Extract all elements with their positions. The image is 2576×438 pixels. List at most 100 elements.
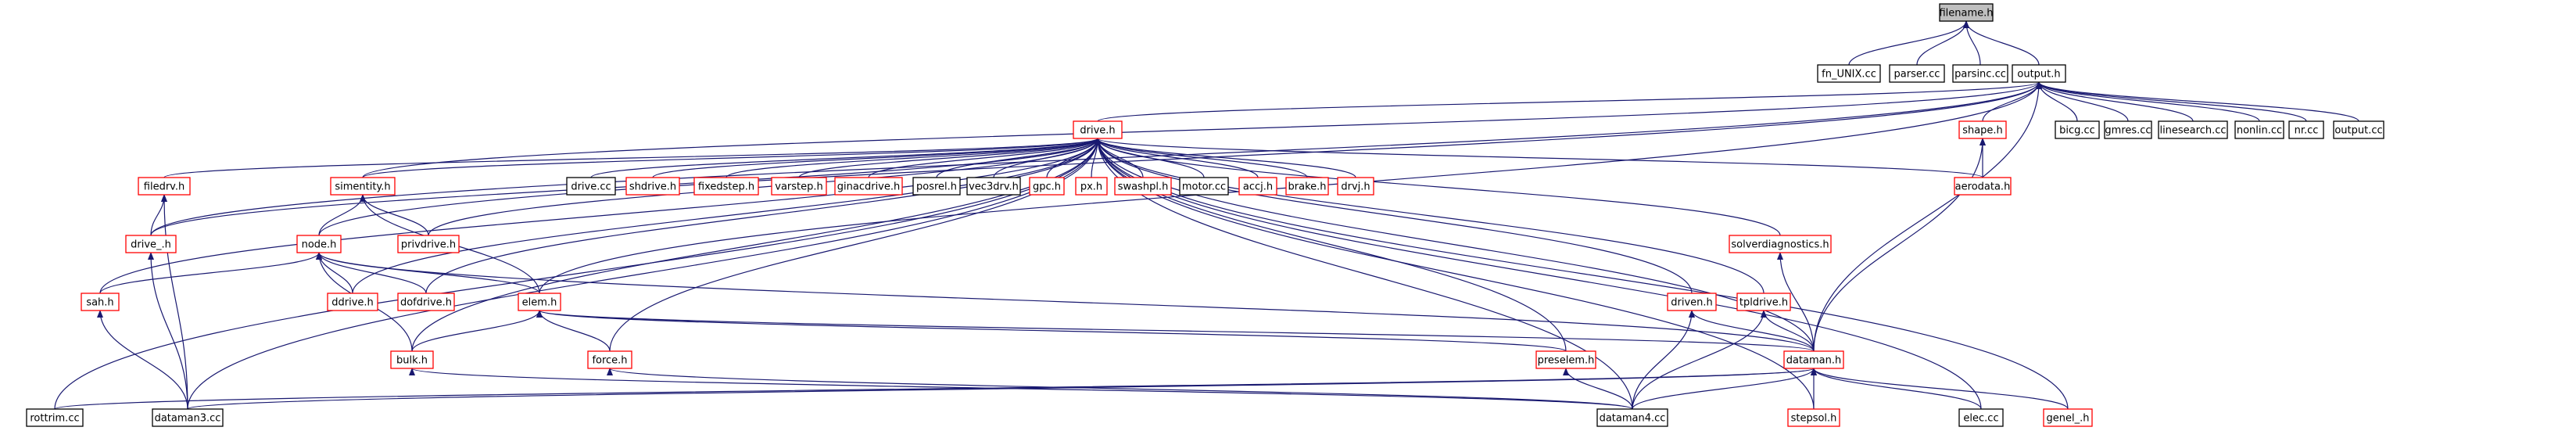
node-output_h[interactable]: output.h: [2012, 64, 2066, 83]
node-box-drive_h[interactable]: [1073, 120, 1123, 139]
node-box-brake_h[interactable]: [1285, 177, 1329, 196]
node-box-gmres_cc[interactable]: [2104, 120, 2152, 139]
node-genel__h[interactable]: genel_.h: [2043, 408, 2093, 427]
node-box-elec_cc[interactable]: [1958, 408, 2004, 427]
node-preselem_h[interactable]: preselem.h: [1535, 350, 1596, 369]
node-box-varstep_h[interactable]: [771, 177, 827, 196]
node-fn_unix_cc[interactable]: fn_UNIX.cc: [1817, 64, 1881, 83]
node-box-genel__h[interactable]: [2043, 408, 2093, 427]
node-box-dataman4_cc[interactable]: [1596, 408, 1668, 427]
node-box-privdrive_h[interactable]: [397, 235, 460, 253]
node-box-elem_h[interactable]: [518, 293, 561, 311]
node-dofdrive_h[interactable]: dofdrive.h: [397, 293, 455, 311]
node-output_cc[interactable]: output.cc: [2333, 120, 2384, 139]
node-varstep_h[interactable]: varstep.h: [771, 177, 827, 196]
node-box-output_h[interactable]: [2012, 64, 2066, 83]
node-bicg_cc[interactable]: bicg.cc: [2055, 120, 2100, 139]
node-box-shdrive_h[interactable]: [625, 177, 680, 196]
node-solverdiag_h[interactable]: solverdiagnostics.h: [1729, 235, 1832, 253]
node-node_h[interactable]: node.h: [296, 235, 342, 253]
node-box-parser_cc[interactable]: [1889, 64, 1945, 83]
node-box-shape_h[interactable]: [1958, 120, 2007, 139]
node-vec3drv_h[interactable]: vec3drv.h: [966, 177, 1021, 196]
node-drvj_h[interactable]: drvj.h: [1337, 177, 1374, 196]
node-tpldrive_h[interactable]: tpldrive.h: [1736, 293, 1791, 311]
node-drive_cc[interactable]: drive.cc: [566, 177, 616, 196]
node-box-preselem_h[interactable]: [1535, 350, 1596, 369]
node-dataman_h[interactable]: dataman.h: [1783, 350, 1844, 369]
node-posrel_h[interactable]: posrel.h: [912, 177, 961, 196]
node-nonlin_cc[interactable]: nonlin.cc: [2234, 120, 2284, 139]
node-shdrive_h[interactable]: shdrive.h: [625, 177, 680, 196]
node-rottrim_cc[interactable]: rottrim.cc: [26, 408, 84, 427]
node-driven_h[interactable]: driven.h: [1667, 293, 1717, 311]
node-box-gpc_h[interactable]: [1029, 177, 1065, 196]
node-box-vec3drv_h[interactable]: [966, 177, 1021, 196]
node-box-simentity_h[interactable]: [330, 177, 396, 196]
node-gmres_cc[interactable]: gmres.cc: [2104, 120, 2152, 139]
node-box-parsinc_cc[interactable]: [1952, 64, 2008, 83]
node-dataman4_cc[interactable]: dataman4.cc: [1596, 408, 1668, 427]
node-box-aerodata_h[interactable]: [1954, 177, 2012, 196]
node-gpc_h[interactable]: gpc.h: [1029, 177, 1065, 196]
node-nr_cc[interactable]: nr.cc: [2288, 120, 2324, 139]
node-force_h[interactable]: force.h: [587, 350, 632, 369]
node-swashpl_h[interactable]: swashpl.h: [1114, 177, 1172, 196]
node-box-solverdiag_h[interactable]: [1729, 235, 1832, 253]
node-elem_h[interactable]: elem.h: [518, 293, 561, 311]
node-filedrv_h[interactable]: filedrv.h: [138, 177, 191, 196]
node-accj_h[interactable]: accj.h: [1238, 177, 1277, 196]
node-parsinc_cc[interactable]: parsinc.cc: [1952, 64, 2008, 83]
node-box-dataman3_cc[interactable]: [152, 408, 224, 427]
node-dataman3_cc[interactable]: dataman3.cc: [152, 408, 224, 427]
node-parser_cc[interactable]: parser.cc: [1889, 64, 1945, 83]
node-elec_cc[interactable]: elec.cc: [1958, 408, 2004, 427]
node-ginacdrive_h[interactable]: ginacdrive.h: [834, 177, 903, 196]
node-box-px_h[interactable]: [1075, 177, 1108, 196]
node-box-bicg_cc[interactable]: [2055, 120, 2100, 139]
node-motor_cc[interactable]: motor.cc: [1179, 177, 1229, 196]
node-box-bulk_h[interactable]: [390, 350, 434, 369]
node-aerodata_h[interactable]: aerodata.h: [1954, 177, 2012, 196]
node-box-tpldrive_h[interactable]: [1736, 293, 1791, 311]
node-shape_h[interactable]: shape.h: [1958, 120, 2007, 139]
node-box-motor_cc[interactable]: [1179, 177, 1229, 196]
node-fixedstep_h[interactable]: fixedstep.h: [693, 177, 759, 196]
node-filename_h[interactable]: filename.h: [1939, 3, 1994, 22]
node-brake_h[interactable]: brake.h: [1285, 177, 1329, 196]
node-box-swashpl_h[interactable]: [1114, 177, 1172, 196]
node-box-ddrive_h[interactable]: [327, 293, 378, 311]
node-box-node_h[interactable]: [296, 235, 342, 253]
node-box-sah_h[interactable]: [81, 293, 120, 311]
node-bulk_h[interactable]: bulk.h: [390, 350, 434, 369]
node-drive_h[interactable]: drive.h: [1073, 120, 1123, 139]
node-box-stepsol_h[interactable]: [1787, 408, 1840, 427]
node-box-ginacdrive_h[interactable]: [834, 177, 903, 196]
node-box-output_cc[interactable]: [2333, 120, 2384, 139]
node-stepsol_h[interactable]: stepsol.h: [1787, 408, 1840, 427]
node-drive__h[interactable]: drive_.h: [125, 235, 177, 253]
node-box-drive_cc[interactable]: [566, 177, 616, 196]
node-privdrive_h[interactable]: privdrive.h: [397, 235, 460, 253]
node-box-fixedstep_h[interactable]: [693, 177, 759, 196]
node-box-nonlin_cc[interactable]: [2234, 120, 2284, 139]
node-linesearch_cc[interactable]: linesearch.cc: [2158, 120, 2228, 139]
node-box-drvj_h[interactable]: [1337, 177, 1374, 196]
node-box-filedrv_h[interactable]: [138, 177, 191, 196]
node-box-nr_cc[interactable]: [2288, 120, 2324, 139]
node-box-accj_h[interactable]: [1238, 177, 1277, 196]
node-box-force_h[interactable]: [587, 350, 632, 369]
node-sah_h[interactable]: sah.h: [81, 293, 120, 311]
node-box-fn_unix_cc[interactable]: [1817, 64, 1881, 83]
node-box-driven_h[interactable]: [1667, 293, 1717, 311]
node-ddrive_h[interactable]: ddrive.h: [327, 293, 378, 311]
node-box-linesearch_cc[interactable]: [2158, 120, 2228, 139]
node-px_h[interactable]: px.h: [1075, 177, 1108, 196]
node-box-drive__h[interactable]: [125, 235, 177, 253]
node-box-dofdrive_h[interactable]: [397, 293, 455, 311]
node-simentity_h[interactable]: simentity.h: [330, 177, 396, 196]
node-box-filename_h[interactable]: [1939, 3, 1994, 22]
node-box-posrel_h[interactable]: [912, 177, 961, 196]
node-box-dataman_h[interactable]: [1783, 350, 1844, 369]
node-box-rottrim_cc[interactable]: [26, 408, 84, 427]
